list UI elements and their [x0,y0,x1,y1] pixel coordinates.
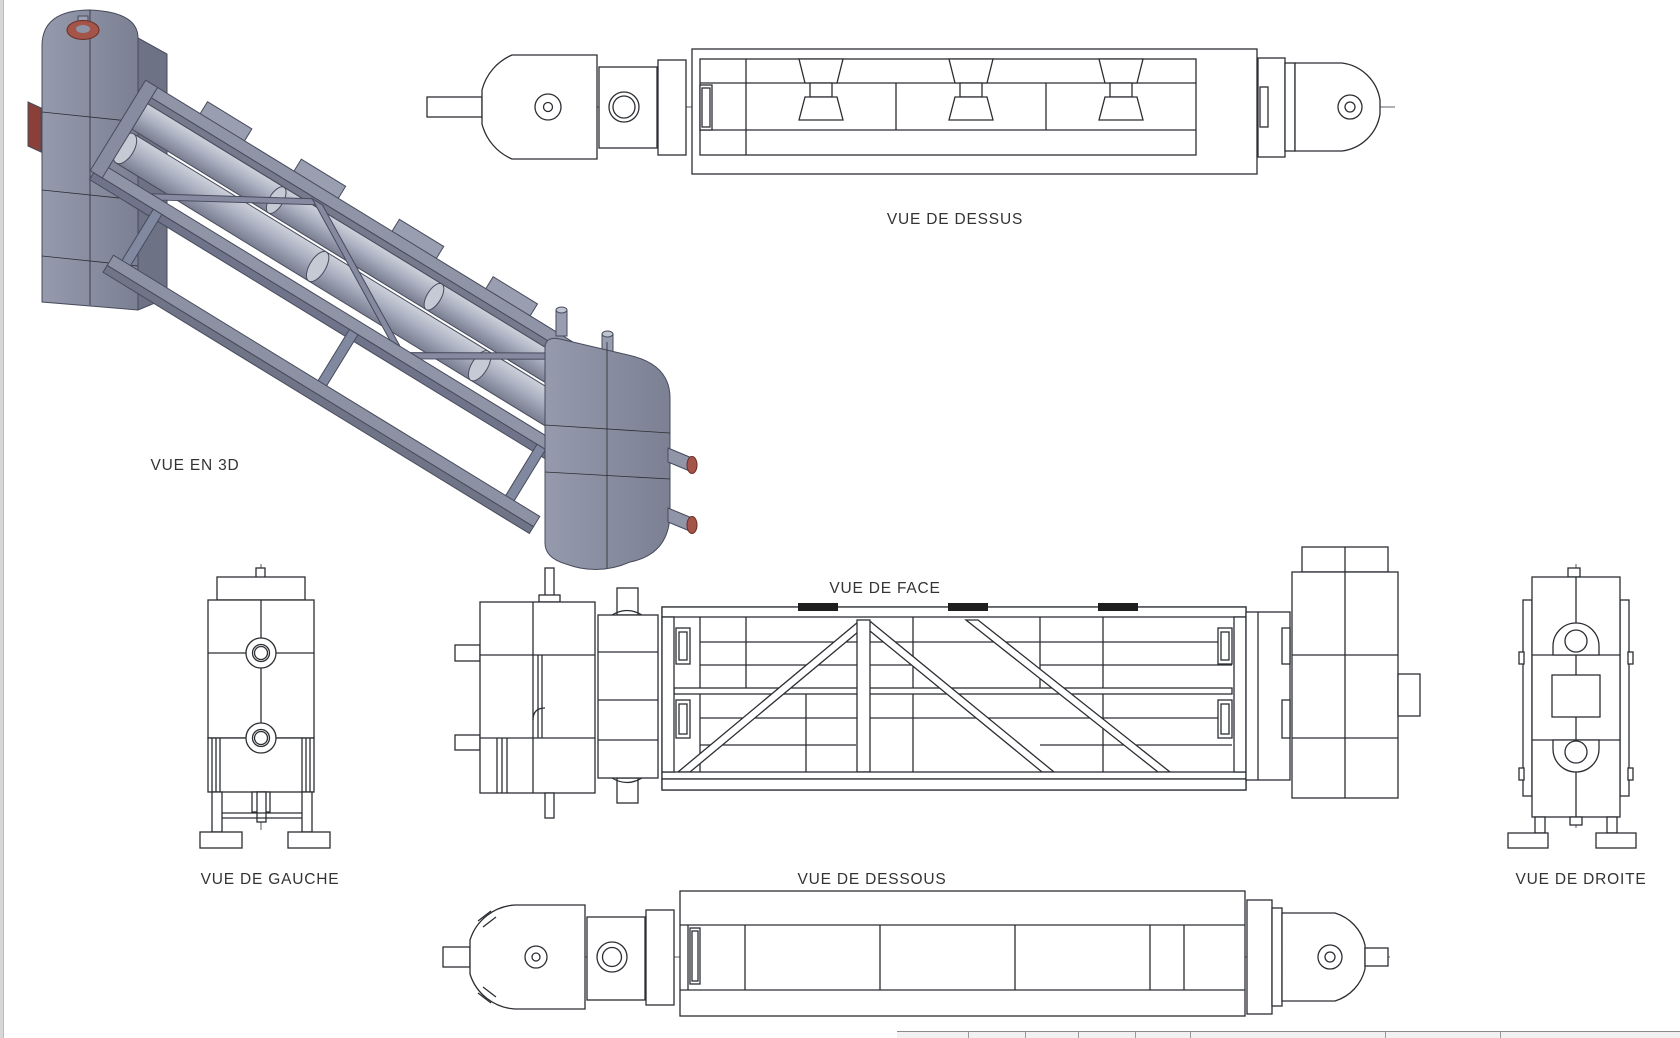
title-block-divider [1190,1032,1191,1038]
title-block-strip [897,1031,1680,1038]
top-view-clamps [798,58,1144,121]
front-right-body [1245,546,1421,799]
top-view[interactable] [426,48,1395,175]
front-left-body [454,567,596,819]
left-view-label: VUE DE GAUCHE [200,871,340,888]
front-view-label: VUE DE FACE [829,580,941,597]
iso-view-label: VUE EN 3D [150,457,240,474]
bottom-view[interactable] [442,890,1390,1017]
title-block-divider [1025,1032,1026,1038]
title-block-divider [1078,1032,1079,1038]
front-view[interactable] [454,546,1421,819]
sheet-edge-strip [0,0,4,1038]
iso-truss [88,79,628,535]
title-block-divider [1135,1032,1136,1038]
iso-view[interactable] [27,9,698,571]
right-view-label: VUE DE DROITE [1515,871,1647,888]
iso-right-tank [544,306,698,571]
front-connector [597,587,659,804]
title-block-divider [1385,1032,1386,1038]
front-truss [661,603,1247,791]
right-view[interactable] [1507,564,1637,849]
title-block-divider [968,1032,969,1038]
bottom-view-label: VUE DE DESSOUS [797,871,947,888]
title-block-divider [1500,1032,1501,1038]
left-view[interactable] [199,564,331,849]
top-view-label: VUE DE DESSUS [886,211,1024,228]
